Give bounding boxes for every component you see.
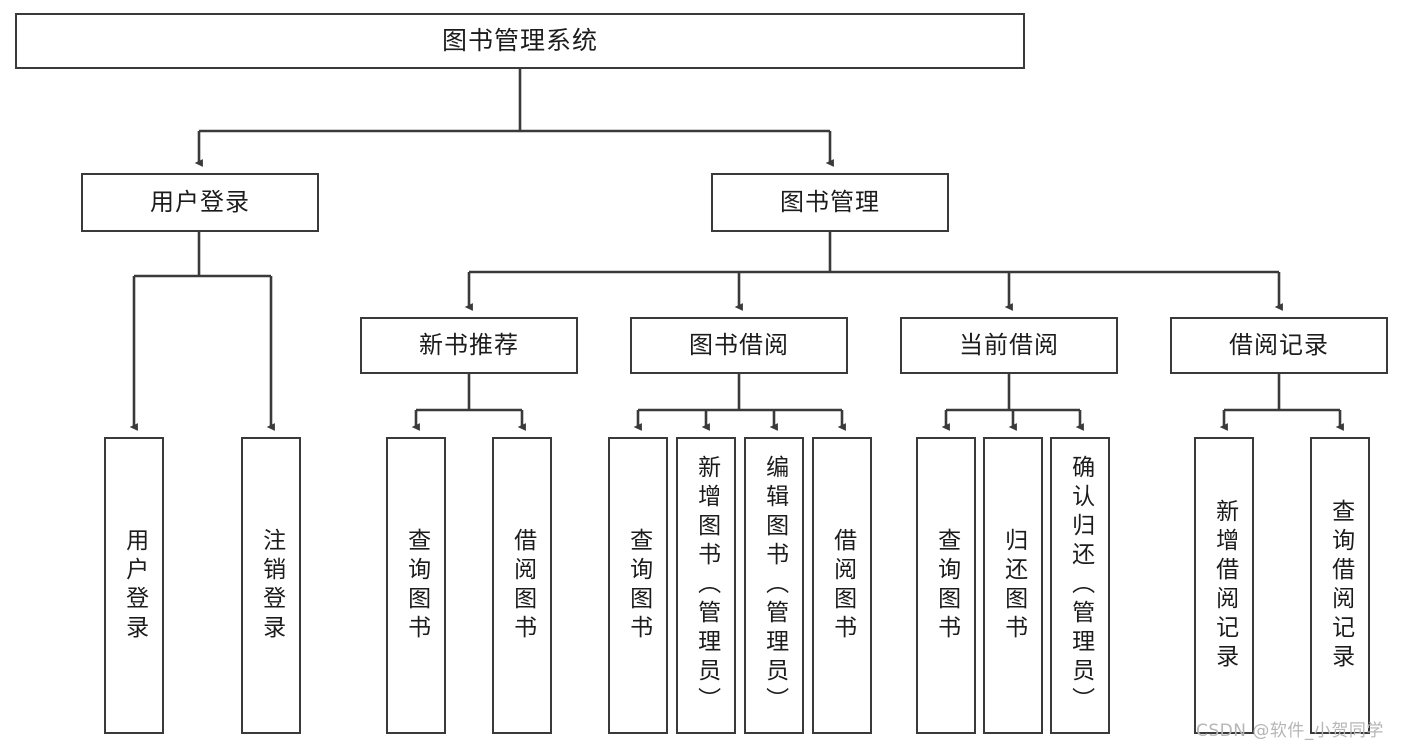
node-book-management[interactable]: 图书管理 xyxy=(711,173,949,232)
node-label: 注销登录 xyxy=(258,527,285,644)
node-label: 借阅图书 xyxy=(829,527,856,644)
node-borrow-record[interactable]: 借阅记录 xyxy=(1170,317,1388,374)
leaf-query-book-recommend[interactable]: 查询图书 xyxy=(386,437,446,734)
leaf-confirm-return[interactable]: 确认归还（管理员） xyxy=(1050,437,1110,734)
node-label: 查询图书 xyxy=(933,527,960,644)
node-label: 查询借阅记录 xyxy=(1327,498,1354,673)
leaf-query-book-current[interactable]: 查询图书 xyxy=(916,437,976,734)
node-label: 新增图书（管理员） xyxy=(693,455,720,716)
node-new-book-recommend[interactable]: 新书推荐 xyxy=(360,317,578,374)
leaf-logout-login[interactable]: 注销登录 xyxy=(241,437,301,734)
node-label: 新书推荐 xyxy=(419,331,519,360)
node-label: 图书管理系统 xyxy=(441,26,598,56)
node-current-borrow[interactable]: 当前借阅 xyxy=(900,317,1118,374)
leaf-add-book[interactable]: 新增图书（管理员） xyxy=(676,437,736,734)
node-label: 查询图书 xyxy=(403,527,430,644)
node-label: 用户登录 xyxy=(121,527,148,644)
node-label: 归还图书 xyxy=(1000,527,1027,644)
node-label: 查询图书 xyxy=(625,527,652,644)
leaf-borrow-book-recommend[interactable]: 借阅图书 xyxy=(492,437,552,734)
leaf-edit-book[interactable]: 编辑图书（管理员） xyxy=(744,437,804,734)
node-label: 借阅记录 xyxy=(1229,331,1329,360)
leaf-user-login[interactable]: 用户登录 xyxy=(104,437,164,734)
node-label: 图书借阅 xyxy=(689,331,789,360)
node-label: 编辑图书（管理员） xyxy=(761,455,788,716)
node-label: 新增借阅记录 xyxy=(1211,498,1238,673)
leaf-borrow-book[interactable]: 借阅图书 xyxy=(812,437,872,734)
node-label: 借阅图书 xyxy=(509,527,536,644)
leaf-query-book-borrow[interactable]: 查询图书 xyxy=(608,437,668,734)
node-root-system[interactable]: 图书管理系统 xyxy=(15,13,1025,69)
csdn-watermark: CSDN @软件_小贺同学 xyxy=(1196,721,1384,741)
leaf-add-borrow-record[interactable]: 新增借阅记录 xyxy=(1194,437,1254,734)
node-book-borrow[interactable]: 图书借阅 xyxy=(630,317,848,374)
node-label: 当前借阅 xyxy=(959,331,1059,360)
node-label: 确认归还（管理员） xyxy=(1067,455,1094,716)
node-label: 用户登录 xyxy=(150,188,250,217)
leaf-return-book[interactable]: 归还图书 xyxy=(983,437,1043,734)
node-label: 图书管理 xyxy=(780,188,880,217)
leaf-query-borrow-record[interactable]: 查询借阅记录 xyxy=(1310,437,1370,734)
node-user-login[interactable]: 用户登录 xyxy=(81,173,319,232)
